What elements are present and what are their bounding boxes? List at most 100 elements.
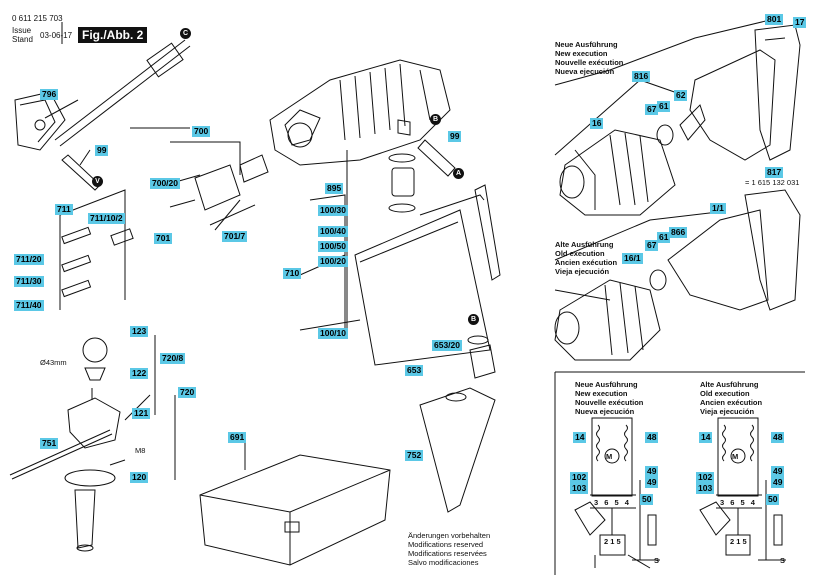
part-label-120: 120 (130, 472, 149, 483)
wiring-old-drawing (699, 417, 786, 561)
part-label-700-20: 700/20 (150, 178, 180, 189)
part-label-801: 801 (765, 14, 784, 25)
part-label-711-40: 711/40 (14, 300, 44, 311)
thread-note: M8 (135, 446, 146, 455)
tool-holder-parts-drawing (388, 119, 456, 213)
schematic-new-motor: M (606, 452, 613, 461)
stand-label: Stand (12, 35, 33, 44)
marker-c: C (180, 28, 191, 39)
schematic-old-103: 103 (696, 483, 715, 494)
part-label-710: 710 (283, 268, 302, 279)
schematic-new-102: 102 (570, 472, 589, 483)
part-label-100-10: 100/10 (318, 328, 348, 339)
modifications-de: Änderungen vorbehalten (408, 531, 491, 540)
part-label-720-8: 720/8 (160, 353, 186, 364)
part-label-752: 752 (405, 450, 424, 461)
part-label-17: 17 (793, 17, 807, 28)
carry-sheet-drawing (354, 184, 501, 366)
part-label-700: 700 (192, 126, 211, 137)
schematic-old-14: 14 (699, 432, 713, 443)
issue-label: Issue (12, 26, 32, 35)
part-label-720: 720 (178, 387, 197, 398)
part-label-691: 691 (228, 432, 247, 443)
schematic-new-49b: 49 (645, 477, 659, 488)
part-label-99-left: 99 (95, 145, 109, 156)
part-label-122: 122 (130, 368, 149, 379)
part-label-711-10-2: 711/10/2 (88, 213, 125, 224)
schematic-old-102: 102 (696, 472, 715, 483)
marker-v: V (92, 176, 103, 187)
part-label-796: 796 (40, 89, 59, 100)
marker-b-bottom: B (468, 314, 479, 325)
part-label-1-1: 1/1 (710, 203, 726, 214)
nut-drawing (467, 335, 496, 379)
old-housing-drawing (554, 189, 801, 361)
part-label-100-50: 100/50 (318, 241, 348, 252)
part-label-816: 816 (632, 71, 651, 82)
figure-title: Fig./Abb. 2 (78, 27, 148, 43)
schematic-old-48: 48 (771, 432, 785, 443)
part-label-123: 123 (130, 326, 149, 337)
part-label-16-1: 16/1 (622, 253, 643, 264)
part-label-653-20: 653/20 (432, 340, 462, 351)
schematic-old-motor: M (732, 452, 739, 461)
part-label-711-30: 711/30 (14, 276, 44, 287)
part-label-817: 817 (765, 167, 784, 178)
modifications-fr: Modifications reservées (408, 549, 487, 558)
part-label-701: 701 (154, 233, 173, 244)
hammer-body-drawing (269, 59, 451, 166)
part-label-711: 711 (55, 204, 73, 215)
dust-collector-drawing (419, 387, 496, 513)
depth-stop-drawing (14, 39, 191, 191)
part-label-67-old: 67 (645, 240, 659, 251)
part-label-701-7: 701/7 (222, 231, 248, 242)
schematic-old-49b: 49 (771, 477, 785, 488)
modifications-es: Salvo modificaciones (408, 558, 479, 567)
part-label-895: 895 (325, 183, 344, 194)
part-label-711-20: 711/20 (14, 254, 44, 265)
schematic-new-50: 50 (640, 494, 654, 505)
part-label-100-20: 100/20 (318, 256, 348, 267)
part-label-751: 751 (40, 438, 59, 449)
part-label-16: 16 (590, 118, 604, 129)
marker-b-top: B (430, 114, 441, 125)
modifications-en: Modifications reserved (408, 540, 484, 549)
marker-a: A (453, 168, 464, 179)
part-label-121: 121 (132, 408, 151, 419)
part-label-653: 653 (405, 365, 424, 376)
schematic-old-bottom-terminals: 2 1 5 (730, 537, 747, 546)
drill-bits-drawing (61, 226, 134, 298)
side-handle-drawing (9, 337, 121, 552)
part-label-61-old: 61 (657, 232, 671, 243)
schematic-new-bottom-terminals: 2 1 5 (604, 537, 621, 546)
chuck-drawing (169, 154, 269, 231)
part-label-99-center: 99 (448, 131, 462, 142)
part-label-100-40: 100/40 (318, 226, 348, 237)
carry-case-drawing (199, 440, 391, 566)
diameter-note: Ø43mm (40, 358, 67, 367)
schematic-old-49a: 49 (771, 466, 785, 477)
part-number: 0 611 215 703 (12, 14, 63, 23)
schematic-old-switch: S (780, 556, 786, 565)
part-label-866: 866 (669, 227, 688, 238)
schematic-new-49a: 49 (645, 466, 659, 477)
part-label-100-30: 100/30 (318, 205, 348, 216)
schematic-old-terminals: 3 6 5 4 (720, 498, 757, 507)
schematic-new-14: 14 (573, 432, 587, 443)
schematic-new-terminals: 3 6 5 4 (594, 498, 631, 507)
schematic-old-50: 50 (766, 494, 780, 505)
part-label-61-new: 61 (657, 101, 671, 112)
wiring-new-drawing (574, 417, 660, 569)
part-label-67-new: 67 (645, 104, 659, 115)
part-817-number: = 1 615 132 031 (745, 178, 800, 187)
issue-date: 03-06-17 (40, 31, 73, 40)
schematic-new-switch: S (654, 556, 660, 565)
schematic-new-103: 103 (570, 483, 589, 494)
schematic-new-48: 48 (645, 432, 659, 443)
part-label-62: 62 (674, 90, 688, 101)
